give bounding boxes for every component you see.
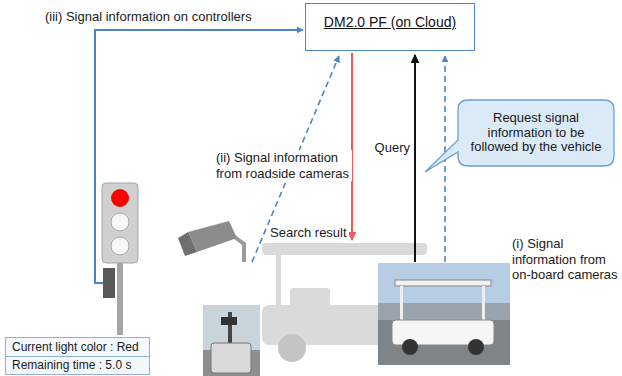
arrow-label: Query — [366, 140, 410, 156]
photo-cart-wheel — [468, 339, 484, 355]
photo-cart-post — [400, 286, 403, 322]
arrow-label: (i) Signal information from on-board cam… — [512, 236, 618, 283]
camera-body — [188, 221, 237, 252]
search-result-arrow — [351, 53, 353, 240]
traffic-light — [102, 183, 138, 335]
text-row: Request signal information to be followe… — [467, 111, 605, 156]
yellow-lamp — [111, 213, 129, 231]
node-text: Current light color : Red — [12, 340, 139, 354]
photo-ground — [378, 320, 510, 365]
green-lamp — [111, 237, 129, 255]
arrow-label: (iii) Signal information on controllers — [45, 9, 252, 25]
text-row: Remaining time : 5.0 s — [6, 357, 149, 375]
photo-camera — [221, 317, 237, 325]
node-text: DM2.0 PF (on Cloud) — [324, 14, 456, 30]
cloud-platform-box: DM2.0 PF (on Cloud) — [305, 3, 475, 51]
node-text: Request signal information to be followe… — [467, 111, 605, 156]
photo-cart-post — [482, 286, 485, 322]
signal-head — [102, 183, 138, 263]
camera-icon — [178, 221, 244, 262]
photo-unit — [211, 343, 251, 373]
arrow-label: (ii) Signal information from roadside ca… — [214, 150, 352, 181]
vehicle-photo — [378, 263, 510, 365]
photo-sky — [378, 263, 510, 365]
photo-cart-wheel — [402, 339, 418, 355]
callout-text-box: Request signal information to be followe… — [458, 100, 614, 166]
signal-pole — [117, 263, 123, 335]
text-row: Current light color : Red — [6, 338, 149, 357]
text-row: DM2.0 PF (on Cloud) — [324, 13, 456, 31]
red-lamp — [111, 189, 129, 207]
cart-post — [276, 255, 281, 307]
roadside-camera-photo — [203, 305, 260, 376]
query-arrow — [414, 55, 416, 262]
camera-lens — [178, 232, 197, 256]
node-text: Remaining time : 5.0 s — [12, 358, 131, 372]
cart-roof — [262, 243, 427, 255]
signal-controller — [103, 268, 115, 298]
photo-cart-roof — [395, 280, 491, 286]
photo-sky — [203, 305, 260, 376]
callout-shape — [425, 100, 614, 172]
cart-wheel — [278, 334, 306, 362]
signal-status-box: Current light color : RedRemaining time … — [5, 337, 150, 375]
photo-building — [378, 303, 510, 321]
arrow-label: Search result — [268, 225, 349, 241]
